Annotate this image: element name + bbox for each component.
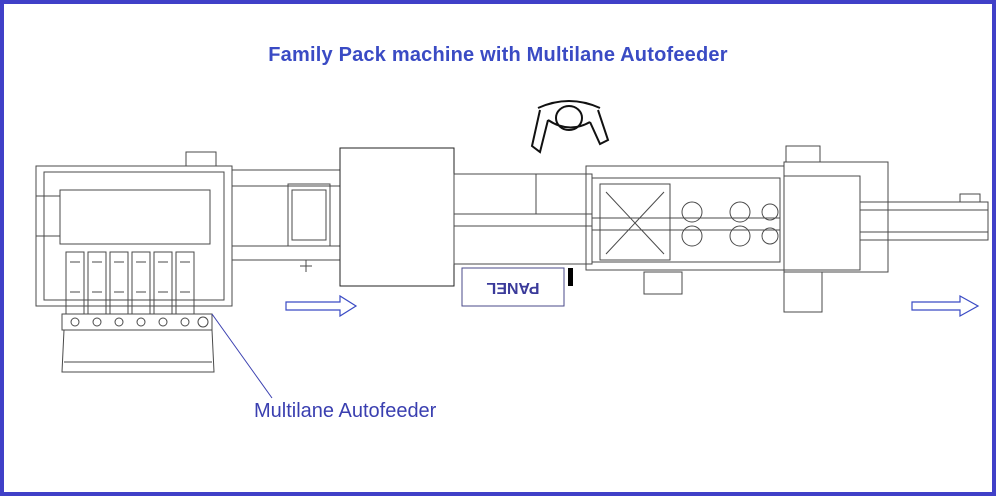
control-panel: PANEL [461,267,565,307]
panel-handle [568,268,573,286]
diagram-title: Family Pack machine with Multilane Autof… [268,44,728,66]
middle-conveyor [453,173,593,265]
outfeed-conveyor [859,193,989,241]
autofeeder-callout-label: Multilane Autofeeder [254,400,437,422]
infeed-conveyor [231,169,341,272]
operator-figure-icon [530,100,610,154]
callout-leader-line [211,313,273,399]
flow-arrow-icon [285,294,358,318]
sealing-unit [783,145,889,313]
main-machine-body [585,165,785,295]
feeder-lanes [65,251,195,315]
multilane-autofeeder [35,151,233,373]
flow-arrow-icon [911,294,980,318]
wrapping-station [339,147,455,287]
panel-label: PANEL [486,279,539,296]
